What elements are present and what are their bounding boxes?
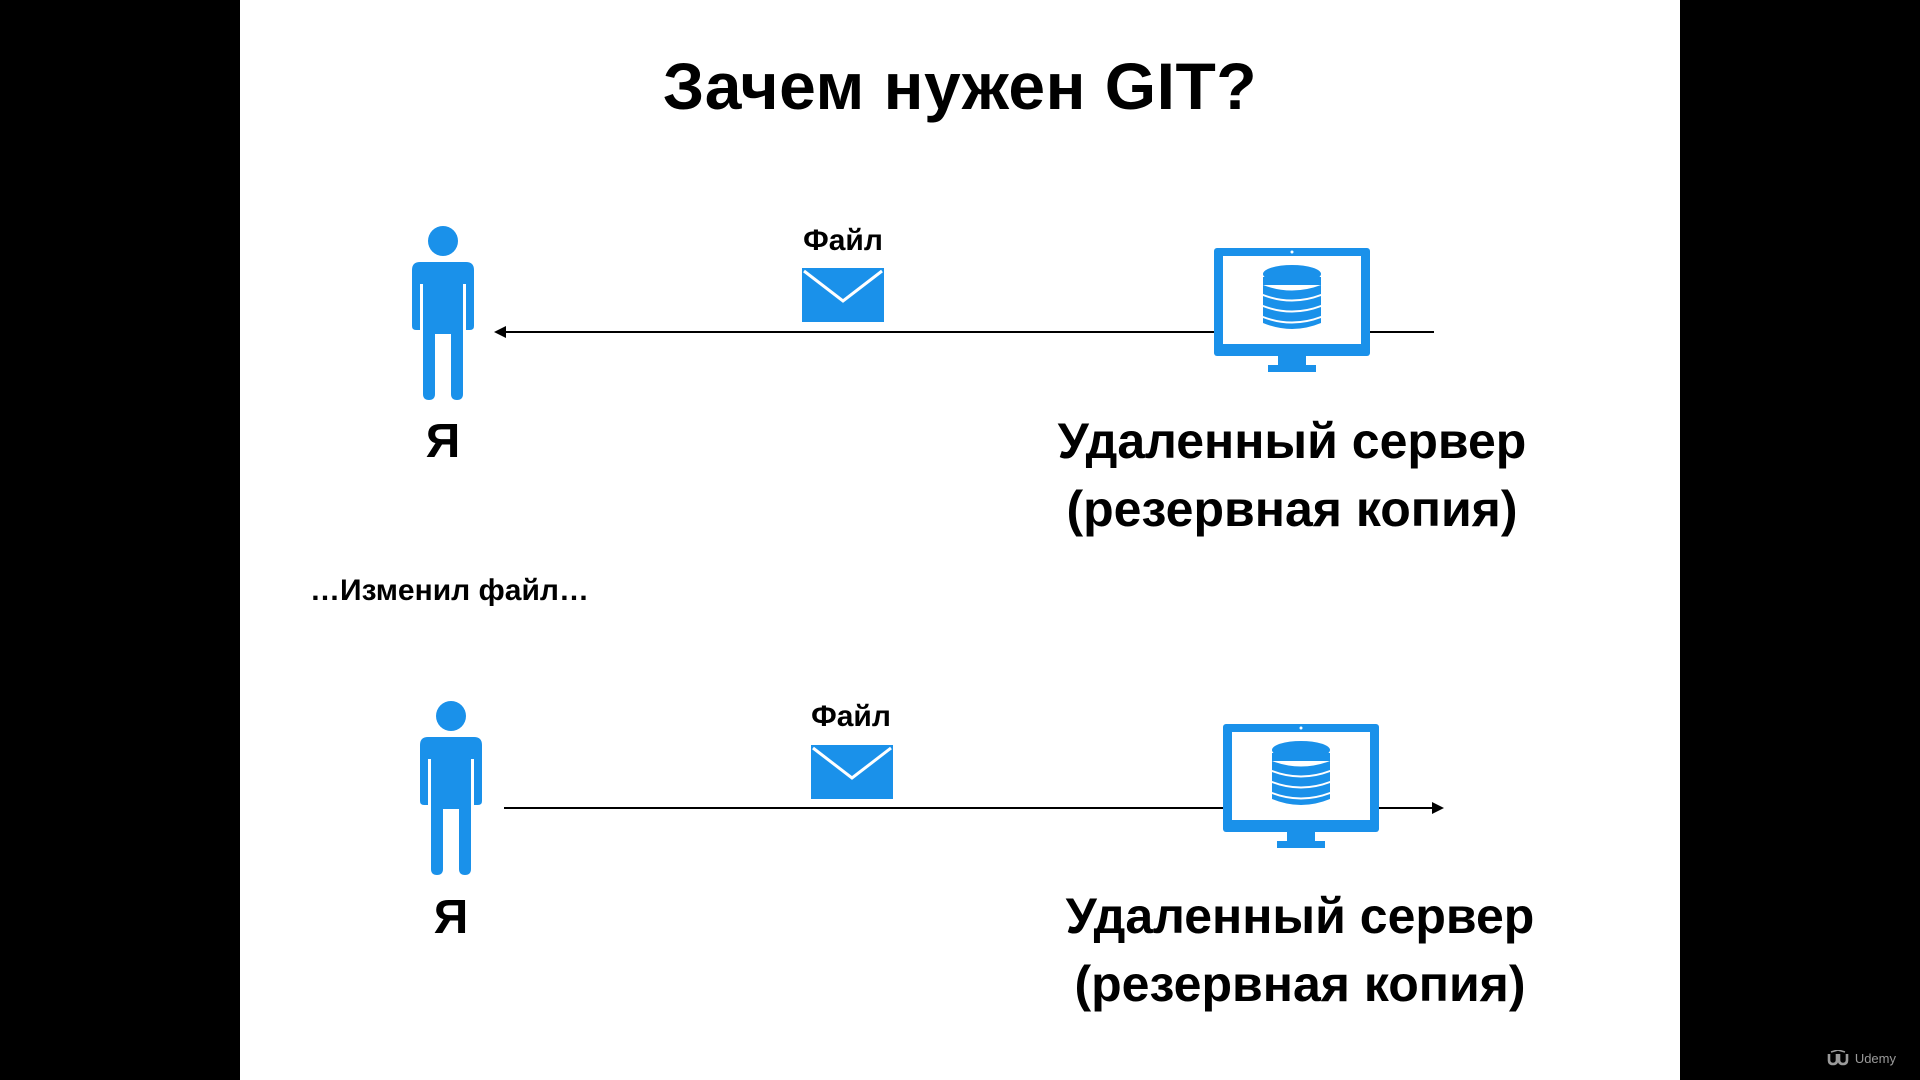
monitor-database-icon [1223, 724, 1379, 852]
slide-title: Зачем нужен GIT? [662, 49, 1258, 123]
server-label-line1: Удаленный сервер [1057, 413, 1527, 469]
monitor-database-icon [1214, 248, 1370, 376]
arrow-to-server [504, 802, 1444, 814]
person-label: Я [425, 415, 461, 468]
envelope-icon [811, 745, 893, 799]
envelope-icon [802, 268, 884, 322]
udemy-logo-icon [1827, 1050, 1849, 1066]
person-icon [408, 226, 478, 401]
file-label: Файл [811, 700, 891, 733]
arrow-head [494, 326, 506, 338]
server-label-line2: (резервная копия) [1066, 481, 1518, 537]
udemy-watermark: Udemy [1827, 1050, 1896, 1066]
server-label-line1: Удаленный сервер [1065, 888, 1535, 944]
person-icon [416, 701, 486, 876]
server-label: Удаленный сервер (резервная копия) [992, 407, 1592, 543]
slide: Зачем нужен GIT? Я Файл [240, 0, 1680, 1080]
server-label-line2: (резервная копия) [1074, 956, 1526, 1012]
arrow-head [1432, 802, 1444, 814]
udemy-watermark-text: Udemy [1854, 1050, 1896, 1066]
change-caption: …Изменил файл… [310, 574, 589, 607]
arrow-to-me [494, 326, 1434, 338]
server-label: Удаленный сервер (резервная копия) [1000, 882, 1600, 1018]
file-label: Файл [803, 224, 883, 257]
person-label: Я [433, 891, 469, 944]
